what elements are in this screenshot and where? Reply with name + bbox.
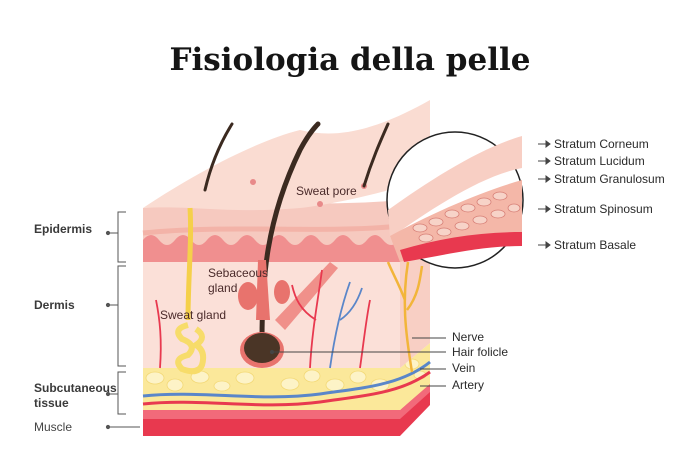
sweat-gland-label: Sweat gland: [160, 308, 226, 322]
stratum-label: Stratum Basale: [554, 238, 636, 252]
stratum-label: Stratum Corneum: [554, 137, 649, 151]
sebaceous-label-line2: gland: [208, 281, 237, 295]
vein-label: Vein: [452, 361, 475, 375]
sweat-pore-label: Sweat pore: [296, 184, 357, 198]
epidermis-label: Epidermis: [34, 222, 92, 236]
dermis-label: Dermis: [34, 298, 75, 312]
stratum-label: Stratum Spinosum: [554, 202, 653, 216]
strata-arrows: [538, 141, 550, 248]
hair-follicle-label: Hair folicle: [452, 345, 508, 359]
left-brackets: [106, 212, 140, 429]
nerve-label: Nerve: [452, 330, 484, 344]
sebaceous-label-line1: Sebaceous: [208, 266, 268, 280]
stratum-label: Stratum Lucidum: [554, 154, 645, 168]
subcutaneous-label-line2: tissue: [34, 396, 69, 410]
muscle-label: Muscle: [34, 420, 72, 434]
magnified-circle: [387, 132, 523, 268]
subcutaneous-label-line1: Subcutaneous: [34, 381, 117, 395]
stratum-label: Stratum Granulosum: [554, 172, 665, 186]
artery-label: Artery: [452, 378, 484, 392]
